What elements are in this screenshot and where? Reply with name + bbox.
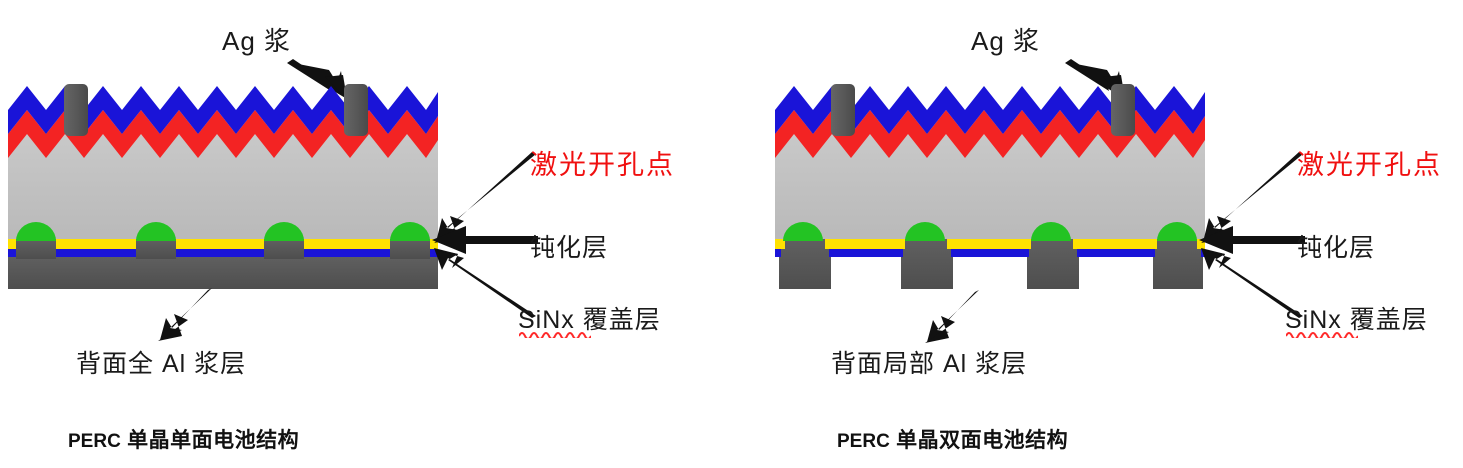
sinx-rear-layer — [8, 248, 438, 257]
local-al-pad — [779, 239, 1203, 289]
laser-opening-label-left: 激光开孔点 — [530, 150, 675, 180]
laser-contact-dot — [16, 222, 430, 241]
back-al-label-left: 背面全 Al 浆层 — [76, 350, 247, 378]
caption-cn-left: 单晶单面电池结构 — [127, 429, 300, 452]
sinx-rear-layer — [775, 248, 1205, 257]
ag-finger — [64, 84, 88, 136]
ag-paste-label-right: Ag 浆 — [971, 26, 1041, 56]
cell-cross-section-monofacial — [8, 84, 438, 289]
sinx-cn-text: 覆盖层 — [582, 306, 661, 334]
panel-bifacial: Ag 浆 — [723, 0, 1454, 468]
passivation-layer — [8, 239, 438, 249]
annotation-arrows-left — [432, 152, 538, 318]
caption-cn-right: 单晶双面电池结构 — [896, 429, 1069, 452]
back-al-label-right: 背面局部 Al 浆层 — [831, 350, 1028, 378]
passivation-label-left: 钝化层 — [530, 234, 609, 262]
panel-monofacial: Ag 浆 — [0, 0, 731, 468]
caption-bifacial: PERC 单晶双面电池结构 — [837, 424, 1068, 454]
caption-monofacial: PERC 单晶单面电池结构 — [68, 424, 299, 454]
ag-finger — [344, 84, 368, 136]
passivation-layer — [775, 239, 1205, 249]
laser-opening-label-right: 激光开孔点 — [1297, 150, 1442, 180]
laser-contact-dot — [783, 222, 1197, 241]
caption-latin-right: PERC — [837, 431, 890, 452]
sinx-latin-text: SiNx — [1285, 306, 1342, 334]
sinx-label-left: SiNx 覆盖层 — [518, 300, 661, 336]
sinx-latin-text: SiNx — [518, 306, 575, 334]
sinx-label-right: SiNx 覆盖层 — [1285, 300, 1428, 336]
back-al-arrow-right — [925, 290, 979, 343]
ag-paste-label-left: Ag 浆 — [222, 26, 292, 56]
annotation-arrows-right — [1199, 152, 1305, 318]
cell-cross-section-bifacial — [775, 84, 1205, 289]
ag-finger — [1111, 84, 1135, 136]
sinx-cn-text: 覆盖层 — [1349, 306, 1428, 334]
passivation-label-right: 钝化层 — [1297, 234, 1376, 262]
caption-latin-left: PERC — [68, 431, 121, 452]
ag-finger — [831, 84, 855, 136]
back-al-arrow-left — [158, 288, 212, 341]
